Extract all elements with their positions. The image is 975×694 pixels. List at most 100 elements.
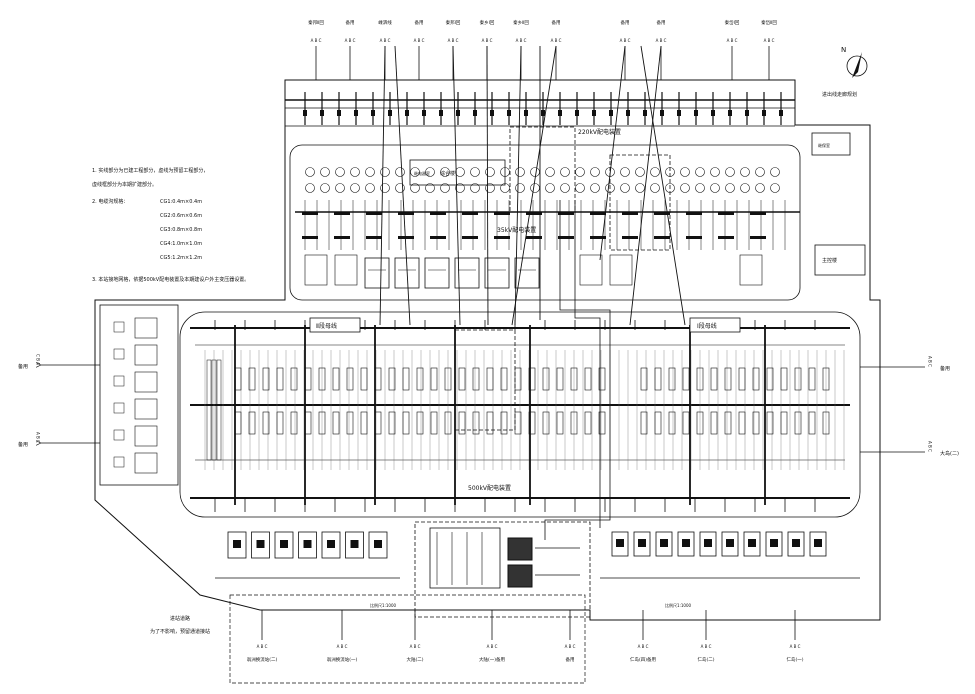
breaker-220	[558, 110, 562, 116]
disconnector	[416, 411, 424, 435]
disconnector	[318, 367, 326, 391]
yard-220-equipment	[334, 236, 350, 239]
yard-220-equipment	[622, 212, 638, 215]
breaker-220	[762, 110, 766, 116]
top-line-phases: A B C	[727, 38, 738, 43]
top-right-building	[811, 132, 851, 156]
right-line-1-phases: A B C	[928, 356, 933, 367]
disconnector	[360, 411, 368, 435]
transformer-circle	[485, 167, 495, 177]
north-arrow: N	[841, 46, 868, 78]
bottom-line-phases: A B C	[638, 644, 649, 649]
disconnector	[584, 367, 592, 391]
disconnector	[472, 411, 480, 435]
bottom-left-bay	[298, 531, 317, 559]
reactor-unit	[134, 398, 158, 420]
breaker-220	[728, 110, 732, 116]
yard-220-equipment	[654, 212, 670, 215]
yard-220-equipment	[494, 236, 510, 239]
bottom-left-bay-core	[280, 540, 288, 548]
top-line-phases: A B C	[620, 38, 631, 43]
transformer-circle	[440, 183, 450, 193]
access-road-label: 进站道路	[170, 615, 190, 622]
transformer-circle	[395, 167, 405, 177]
disconnector	[444, 411, 452, 435]
reactor-aux	[113, 321, 125, 333]
left-room-label: 继电器室	[414, 170, 430, 176]
disconnector	[598, 411, 606, 435]
bottom-left-bay-core	[327, 540, 335, 548]
top-line-name: 备用	[346, 19, 355, 26]
transformer-circle	[725, 167, 735, 177]
top-line-name: 秦乡Ⅰ回	[480, 19, 495, 26]
top-line-name: 秦岱Ⅱ回	[761, 19, 777, 26]
disconnector	[486, 367, 494, 391]
top-line-phases: A B C	[311, 38, 322, 43]
note-1-line-1: 1. 实线部分为已建工程部分，虚线为预留工程部分，	[92, 168, 209, 174]
feeder-lead	[379, 45, 386, 326]
disconnector	[346, 411, 354, 435]
transformer-circle	[305, 183, 315, 193]
disconnector	[388, 367, 396, 391]
bottom-left-bay-core	[303, 540, 312, 548]
bottom-right-bay	[765, 531, 783, 557]
disconnector	[332, 411, 340, 435]
bottom-line-name: 仁岛(一)	[786, 656, 803, 663]
top-line-phases: A B C	[516, 38, 527, 43]
feeder-lead	[599, 45, 626, 261]
transformer-circle	[590, 167, 600, 177]
transformer-circle	[740, 167, 750, 177]
disconnector	[668, 367, 676, 391]
disconnector	[640, 411, 648, 435]
transformer-circle	[680, 183, 690, 193]
breaker-220	[388, 110, 392, 116]
disconnector	[668, 411, 676, 435]
bottom-center-equipment	[429, 527, 501, 589]
bottom-left-bay-core	[256, 540, 265, 548]
breaker-220	[337, 110, 341, 116]
yard-220-equipment	[526, 236, 542, 239]
top-line-phases: A B C	[482, 38, 493, 43]
top-line-name: 秦邦Ⅰ回	[446, 19, 461, 26]
cable-route	[544, 200, 611, 540]
left-gantry	[211, 359, 217, 461]
transformer-circle	[320, 183, 330, 193]
breaker-220	[456, 110, 460, 116]
transformer-circle	[320, 167, 330, 177]
disconnector	[710, 367, 718, 391]
top-line-phases: A B C	[656, 38, 667, 43]
transformer-circle	[335, 167, 345, 177]
transformer-circle	[365, 167, 375, 177]
bottom-right-bay-core	[748, 539, 756, 547]
capacitor-bank	[424, 257, 450, 289]
breaker-220	[524, 110, 528, 116]
transformer-circle	[695, 183, 705, 193]
transformer-circle	[305, 167, 315, 177]
bus-1-box	[689, 317, 741, 333]
access-note: 为了不影响，预留通道接站	[150, 628, 210, 635]
yard-220-equipment	[430, 212, 446, 215]
disconnector	[430, 367, 438, 391]
bottom-right-bay-core	[726, 539, 734, 547]
disconnector	[738, 411, 746, 435]
disconnector	[290, 367, 298, 391]
disconnector	[402, 411, 410, 435]
feeder-lead	[511, 45, 557, 326]
bottom-line-name: 仁岛(二)	[697, 656, 714, 663]
main-transformer-1	[507, 537, 533, 561]
transformer-circle	[545, 167, 555, 177]
bottom-line-phases: A B C	[701, 644, 712, 649]
bottom-left-bay	[345, 531, 364, 559]
breaker-220	[660, 110, 664, 116]
reactor-aux	[113, 348, 125, 360]
left-line-1-phases: C B A	[36, 354, 41, 365]
breaker-220	[303, 110, 307, 116]
bottom-right-bay-core	[704, 539, 712, 547]
disconnector	[332, 367, 340, 391]
top-line-name: 嵊泗线	[378, 19, 392, 26]
yard-220-equipment	[430, 236, 446, 239]
disconnector	[724, 411, 732, 435]
top-line-name: 备用	[621, 19, 630, 26]
yard-500-label: 500kV配电装置	[468, 484, 511, 492]
